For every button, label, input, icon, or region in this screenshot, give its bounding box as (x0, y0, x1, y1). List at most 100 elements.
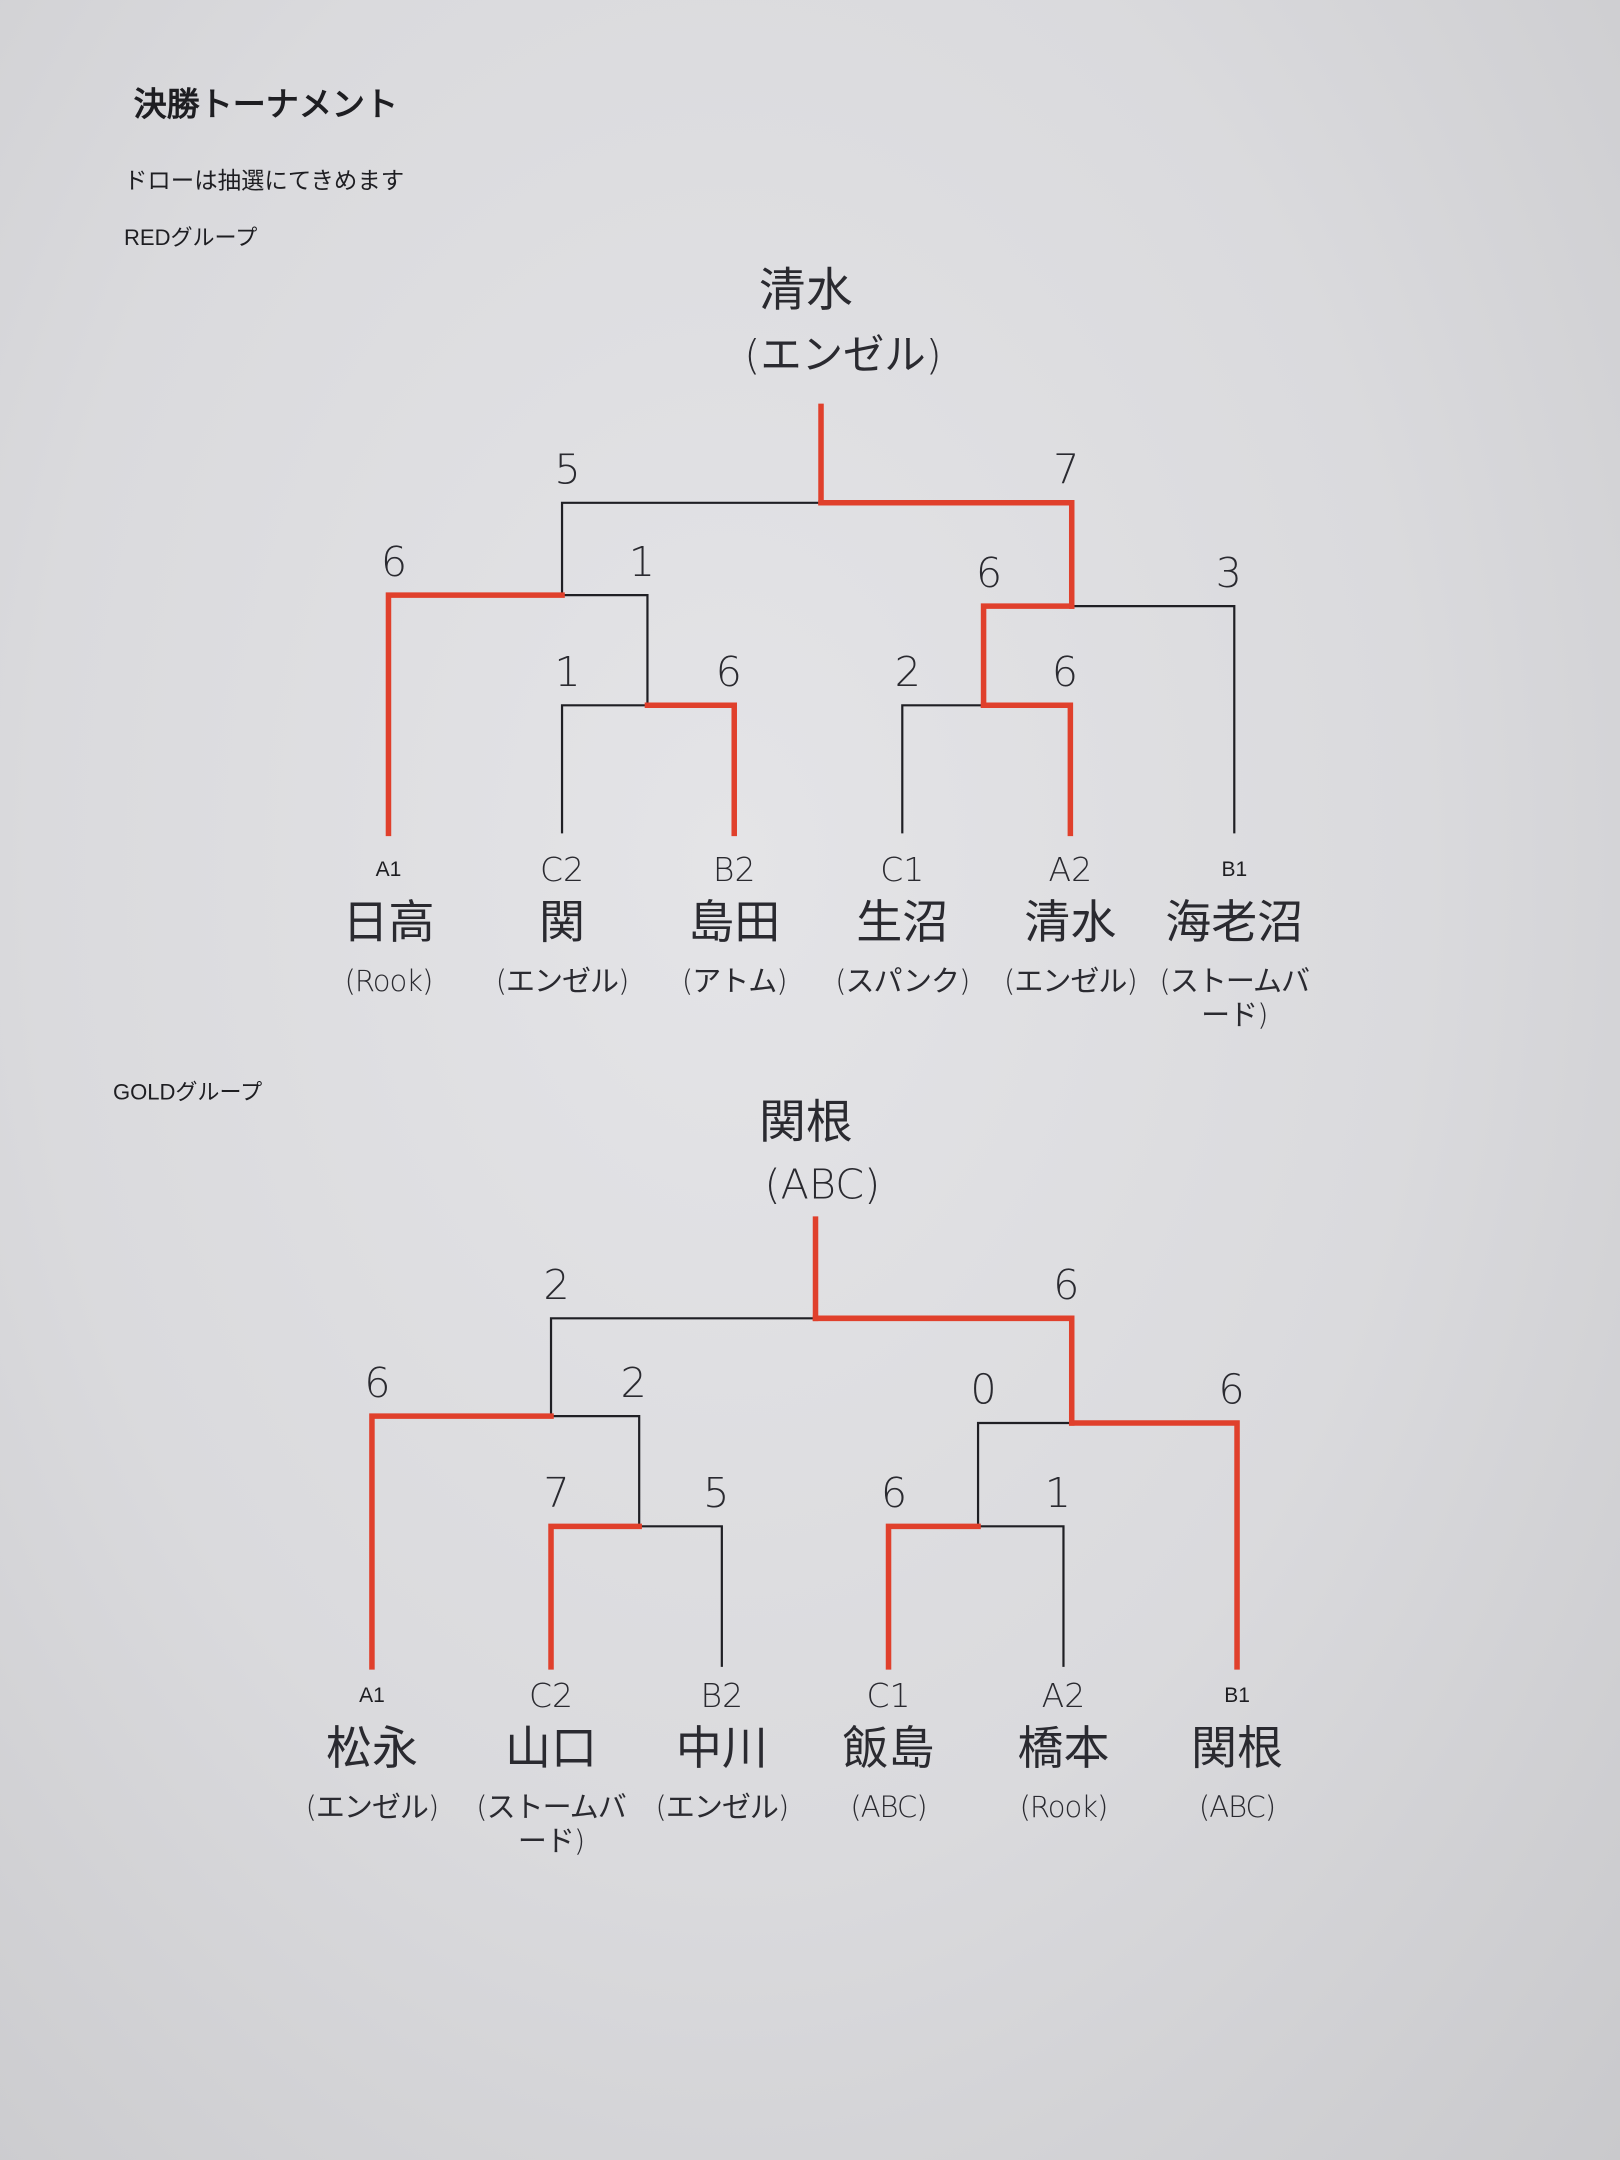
bracket-line (551, 1415, 641, 1527)
entrant: C1 飯島 (ABC) (809, 1676, 969, 1824)
entrant-name: 関 (539, 895, 586, 949)
winner-line (885, 1523, 981, 1670)
entrant-name: 日高 (342, 895, 435, 949)
entrant-seed: C1 (880, 850, 925, 889)
match-score: 6 (716, 648, 742, 696)
group-label-gold: GOLDグループ (113, 1079, 262, 1104)
winner-line (980, 702, 1074, 837)
bracket-line (976, 1421, 1072, 1527)
entrant: B1 海老沼 (ストームバード) (1154, 850, 1314, 1032)
winner-line (980, 603, 1075, 709)
page-subtitle: ドローは抽選にてきめます (124, 168, 404, 194)
entrant-seed: B1 (1221, 858, 1248, 881)
match-score: 5 (703, 1469, 729, 1517)
entrant-team: (アトム) (681, 964, 788, 998)
winner-path (369, 1216, 1240, 1670)
match-score: 2 (895, 648, 921, 696)
entrant-name: 中川 (675, 1721, 768, 1775)
entrant-name: 海老沼 (1165, 895, 1304, 949)
entrant-name: 橋本 (1017, 1721, 1110, 1775)
page-title: 決勝トーナメント (134, 87, 398, 124)
entrant: B2 島田 (アトム) (654, 850, 814, 998)
match-score: 1 (554, 648, 580, 696)
entrant-seed: C2 (540, 850, 585, 889)
match-score: 0 (970, 1366, 996, 1414)
match-score: 6 (976, 549, 1002, 597)
entrant-team: (ストームバード) (476, 1790, 626, 1858)
match-score: 1 (629, 538, 655, 586)
winner-line (644, 702, 737, 837)
entrant-seed: B2 (712, 850, 756, 889)
entrant-team: (エンゼル) (305, 1790, 440, 1824)
match-score: 2 (621, 1359, 647, 1407)
entrant-team: (エンゼル) (495, 964, 630, 998)
entrant: A2 清水 (エンゼル) (990, 850, 1150, 998)
bracket-line (639, 1525, 723, 1667)
bracket-line (560, 501, 822, 596)
winner-path (385, 403, 1075, 837)
match-score: 6 (381, 538, 407, 586)
match-score: 6 (881, 1469, 907, 1517)
entrant-team: (Rook) (1019, 1790, 1109, 1824)
winner-line (385, 592, 565, 837)
champion-name: 清水 (759, 264, 853, 318)
winner-line (818, 500, 1075, 609)
entrant-seed: A2 (1048, 850, 1093, 889)
entrant-team: (スパンク) (835, 964, 970, 998)
entrant-name: 関根 (1191, 1721, 1284, 1775)
entrant: A2 橋本 (Rook) (983, 1676, 1143, 1824)
gold-group-bracket: 関根 (ABC) 7 5 6 1 6 2 0 6 2 6 (364, 1096, 1245, 1670)
entrant: B2 中川 (エンゼル) (642, 1676, 802, 1824)
entrant-seed: C1 (866, 1676, 911, 1715)
match-score: 6 (1218, 1366, 1244, 1414)
entrant: C2 山口 (ストームバード) (471, 1676, 631, 1858)
match-score: 6 (364, 1359, 390, 1407)
bracket-line (549, 1317, 816, 1417)
winner-line (369, 1413, 554, 1670)
entrant-name: 生沼 (856, 895, 949, 949)
match-score: 7 (543, 1469, 569, 1517)
winner-line (812, 1315, 1075, 1426)
entrant-seed: C2 (528, 1676, 574, 1715)
champion-team: (ABC) (765, 1160, 881, 1208)
entrant-team: (エンゼル) (655, 1790, 790, 1824)
entrant-seed: B2 (700, 1676, 744, 1715)
bracket-line (1071, 605, 1236, 834)
match-score: 2 (543, 1261, 569, 1309)
entrant-name: 清水 (1024, 895, 1117, 949)
match-score: 6 (1053, 1261, 1079, 1309)
entrant: C1 生沼 (スパンク) (822, 850, 982, 998)
entrant-team: (Rook) (344, 964, 434, 998)
bracket-line (562, 594, 649, 706)
entrant-team: (ABC) (850, 1790, 927, 1824)
match-score: 7 (1053, 446, 1079, 494)
entrant-name: 飯島 (842, 1721, 935, 1775)
entrant-team: (ストームバード) (1159, 964, 1310, 1032)
entrant-name: 山口 (505, 1721, 598, 1775)
group-label-red: REDグループ (124, 225, 257, 250)
winner-line (548, 1523, 642, 1670)
bracket-line (978, 1525, 1065, 1667)
winner-line (1068, 1420, 1240, 1670)
entrant-seed: B1 (1224, 1684, 1250, 1707)
entrant-seed: A1 (359, 1684, 385, 1707)
bracket-line (560, 704, 648, 834)
champion-name: 関根 (759, 1096, 853, 1150)
entrant-seed: A1 (375, 858, 402, 881)
entrant: A1 日高 (Rook) (308, 850, 468, 998)
bracket-line (901, 704, 984, 834)
match-score: 6 (1052, 648, 1078, 696)
entrant: C2 関 (エンゼル) (482, 850, 642, 998)
match-score: 1 (1045, 1469, 1071, 1517)
champion-team: (エンゼル) (744, 331, 941, 379)
entrant-name: 島田 (688, 895, 781, 949)
entrant-seed: A2 (1041, 1676, 1086, 1715)
match-score: 5 (554, 446, 580, 494)
entrant-team: (エンゼル) (1004, 964, 1138, 998)
